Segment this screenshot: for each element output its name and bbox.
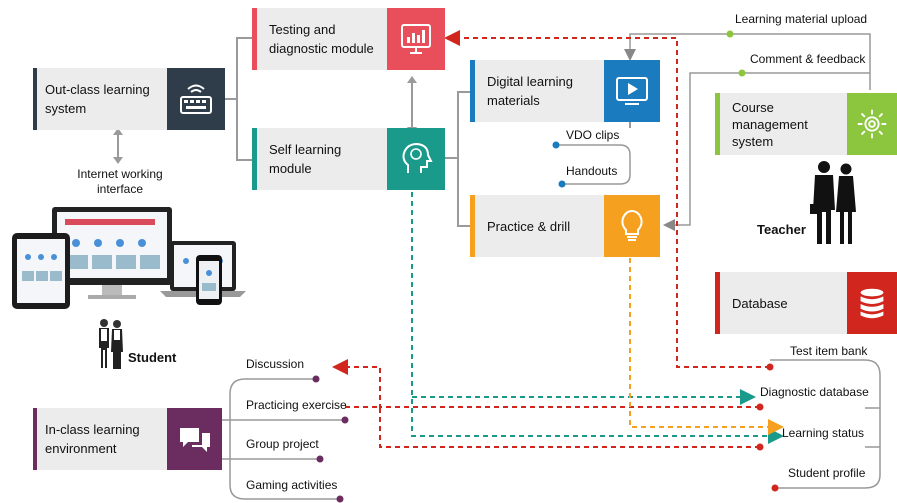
database-box: Database [715,272,897,334]
material-upload-label: Learning material upload [735,12,868,26]
video-play-icon [604,60,660,122]
practice-drill-box: Practice & drill [470,195,660,257]
db-item-student-profile: Student profile [788,466,866,480]
testing-module-box: Testing and diagnostic module [252,8,445,70]
self-learning-bar [252,128,257,190]
database-bar [715,272,720,334]
practice-bar [470,195,475,257]
testing-bar [252,8,257,70]
internet-interface-label: Internet working interface [77,167,163,196]
chat-bubbles-icon [167,408,222,470]
keyboard-icon [167,68,225,130]
testing-label: Testing and diagnostic module [257,8,387,70]
handouts-label: Handouts [566,164,618,178]
activity-gaming: Gaming activities [246,478,338,492]
digital-materials-bar [470,60,475,122]
student-label: Student [128,350,177,365]
teacher-label: Teacher [757,222,806,237]
gear-icon [847,93,897,155]
comment-feedback-label: Comment & feedback [750,52,866,66]
digital-materials-box: Digital learning materials [470,60,660,122]
out-class-learning-box: Out-class learning system [33,68,225,130]
practice-label: Practice & drill [475,195,604,257]
devices-illustration [12,207,246,309]
database-icon [847,272,897,334]
database-label: Database [720,272,847,334]
course-management-box: Course management system [715,93,897,155]
head-brain-icon [387,128,445,190]
db-item-diagnostic: Diagnostic database [760,385,869,399]
activity-discussion: Discussion [246,357,305,371]
in-class-label: In-class learning environment [33,408,167,470]
lightbulb-icon [604,195,660,257]
teacher-figures-icon [810,161,856,244]
self-learning-module-box: Self learning module [252,128,445,190]
course-mgmt-label: Course management system [720,93,847,155]
out-class-label: Out-class learning system [33,68,167,130]
out-class-bar [33,68,37,130]
self-learning-label: Self learning module [257,128,387,190]
student-figures-icon [99,319,123,369]
monitor-chart-icon [387,8,445,70]
digital-materials-label: Digital learning materials [475,60,604,122]
vdo-clips-label: VDO clips [566,128,620,142]
course-mgmt-bar [715,93,720,155]
in-class-learning-box: In-class learning environment [33,408,222,470]
activity-group-project: Group project [246,437,319,451]
db-item-test-bank: Test item bank [790,344,868,358]
in-class-bar [33,408,37,470]
activity-practicing-exercise: Practicing exercise [246,398,347,412]
db-item-learning-status: Learning status [782,426,865,440]
